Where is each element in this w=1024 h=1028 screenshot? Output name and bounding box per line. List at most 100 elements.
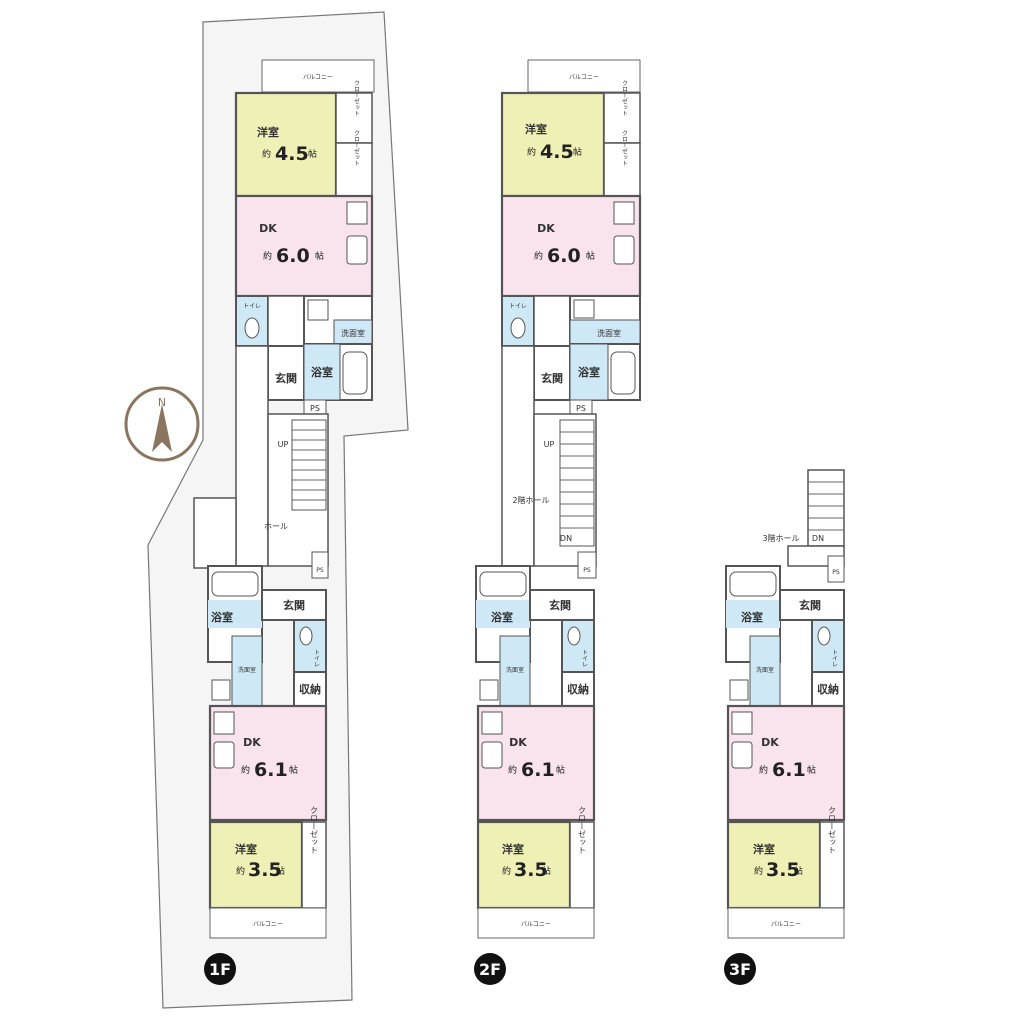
washroom-label: 洗面室 — [238, 666, 256, 674]
bath-label: 浴室 — [578, 365, 600, 379]
storage — [561, 671, 595, 707]
ps-label: PS — [583, 567, 591, 574]
floor-2f-label: 2F — [479, 960, 501, 979]
closet-label: クローゼット — [310, 806, 319, 854]
entrance-label: 玄関 — [275, 371, 297, 385]
corridor — [267, 295, 305, 347]
sink-icon — [613, 235, 635, 265]
balcony — [727, 907, 845, 939]
approx-label: 約 — [534, 250, 543, 262]
bathtub-icon — [479, 571, 527, 597]
entrance-label: 玄関 — [549, 598, 571, 612]
approx-label: 約 — [502, 865, 511, 877]
hall-label: ホール — [264, 522, 288, 531]
closet — [603, 142, 641, 197]
western-room — [234, 91, 338, 198]
stove-icon — [481, 711, 503, 735]
toilet-label: トイレ — [831, 649, 838, 667]
approx-label: 約 — [263, 250, 272, 262]
washer-icon — [573, 299, 595, 319]
ps-box — [577, 551, 597, 579]
storage — [293, 671, 327, 707]
dk-size: 6.0 — [547, 245, 581, 267]
staircase-icon — [291, 419, 327, 511]
staircase-icon — [807, 469, 845, 547]
balcony — [477, 907, 595, 939]
floor-badge-3f: 3F — [724, 953, 756, 985]
approx-label: 約 — [262, 148, 271, 160]
ps-label: PS — [832, 569, 840, 576]
balcony-label: バルコニー — [521, 921, 551, 928]
washer-icon — [479, 679, 499, 701]
closet — [335, 92, 373, 144]
dk-size: 6.1 — [254, 759, 288, 781]
stove-icon — [213, 711, 235, 735]
jo-label: 帖 — [542, 865, 551, 877]
closet-label: クローゼット — [621, 80, 628, 116]
western-room-label: 洋室 — [753, 842, 775, 856]
jo-label: 帖 — [315, 250, 324, 262]
washroom-label: 洗面室 — [506, 666, 524, 674]
up-label: UP — [278, 440, 289, 449]
approx-label: 約 — [241, 764, 250, 776]
staircase-icon — [559, 419, 595, 547]
washer-icon — [307, 299, 329, 321]
balcony-label: バルコニー — [253, 921, 283, 928]
floor-3f-label: 3F — [729, 960, 751, 979]
closet-label: クローゼット — [828, 806, 837, 854]
balcony-label: バルコニー — [771, 921, 801, 928]
entrance-label: 玄関 — [541, 371, 563, 385]
bath-label: 浴室 — [311, 365, 333, 379]
balcony — [261, 59, 375, 93]
storage-label: 収納 — [567, 682, 589, 696]
western-size: 4.5 — [540, 141, 574, 163]
entrance — [529, 589, 595, 621]
approx-label: 約 — [527, 146, 536, 158]
entrance — [779, 589, 845, 621]
dn-label: DN — [560, 534, 572, 543]
closet — [335, 142, 373, 197]
western-size: 3.5 — [766, 859, 800, 881]
approx-label: 約 — [759, 764, 768, 776]
jo-label: 帖 — [586, 250, 595, 262]
dk-label: DK — [243, 736, 261, 749]
approx-label: 約 — [754, 865, 763, 877]
western-size: 4.5 — [275, 143, 309, 165]
bathtub-icon — [211, 571, 259, 597]
washroom-label: 洗面室 — [341, 328, 365, 338]
closet-label: クローゼット — [621, 130, 628, 166]
toilet-icon — [244, 317, 260, 339]
bath-label: 浴室 — [211, 610, 233, 624]
dk-label: DK — [259, 222, 277, 235]
balcony-label: バルコニー — [303, 74, 333, 81]
jo-label: 帖 — [807, 764, 816, 776]
entrance — [533, 345, 571, 401]
sink-icon — [731, 741, 753, 769]
balcony — [527, 59, 641, 93]
approx-label: 約 — [236, 865, 245, 877]
toilet-icon — [817, 626, 831, 646]
bathtub-icon — [342, 351, 368, 395]
jo-label: 帖 — [308, 148, 317, 160]
closet-label: クローゼット — [353, 80, 360, 116]
compass-n-label: N — [158, 396, 166, 409]
bathtub-icon — [610, 351, 636, 395]
porch — [193, 497, 237, 569]
stove-icon — [613, 201, 635, 225]
corridor — [533, 295, 571, 347]
dk-size: 6.1 — [521, 759, 555, 781]
dk-label: DK — [537, 222, 555, 235]
storage-label: 収納 — [817, 682, 839, 696]
ps-box — [311, 551, 329, 579]
washer-icon — [211, 679, 231, 701]
toilet-icon — [299, 626, 313, 646]
floor-badge-1f: 1F — [204, 953, 236, 985]
toilet-icon — [567, 626, 581, 646]
ps-label: PS — [316, 567, 324, 574]
washroom-label: 洗面室 — [597, 328, 621, 338]
storage-label: 収納 — [299, 682, 321, 696]
western-size: 3.5 — [514, 859, 548, 881]
dk-size: 6.1 — [772, 759, 806, 781]
stove-icon — [731, 711, 753, 735]
